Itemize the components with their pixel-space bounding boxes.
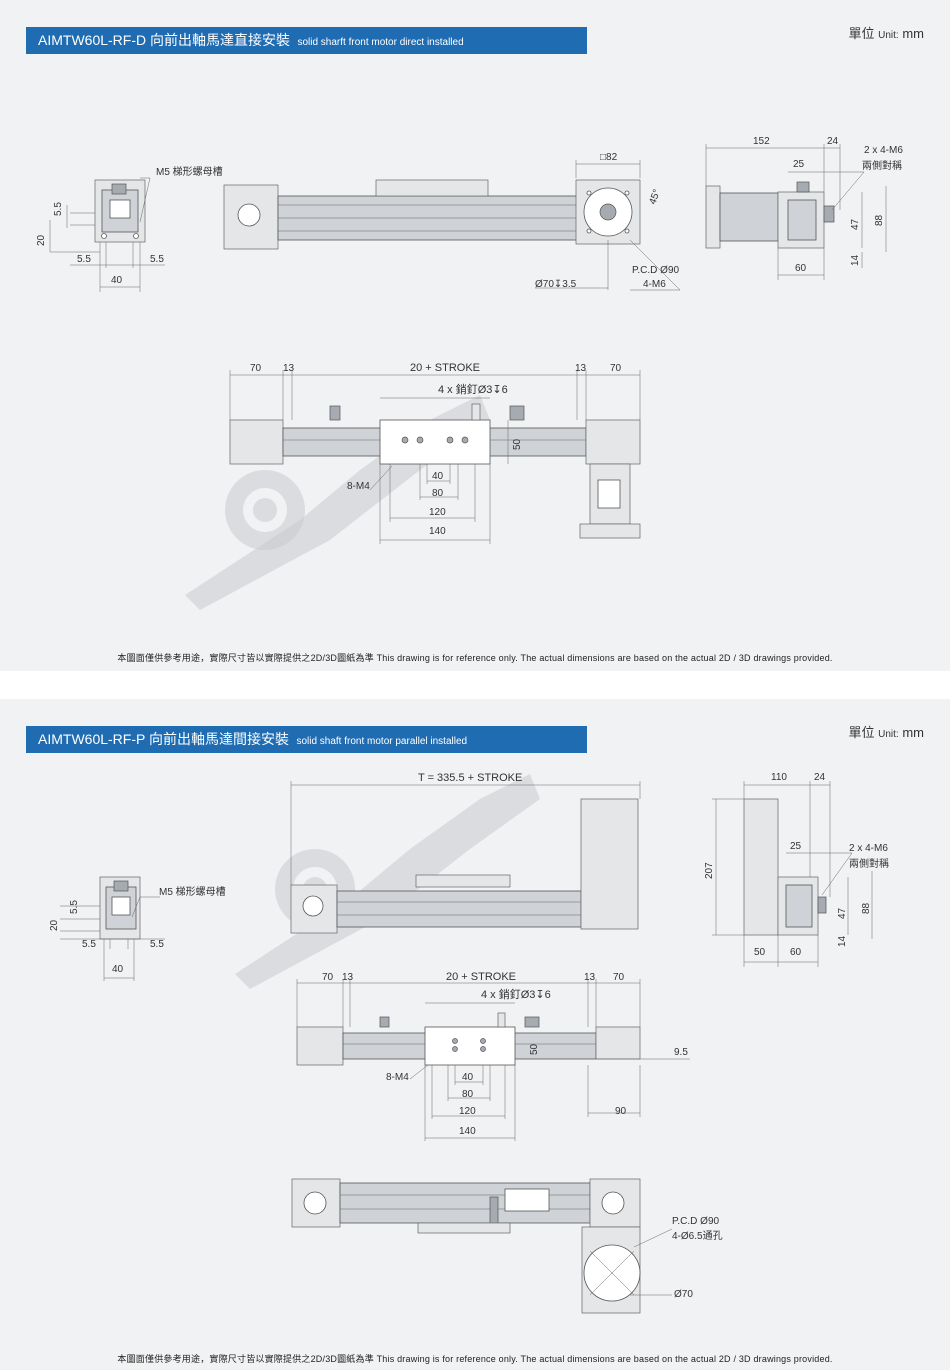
footer-note: 本圖面僅供參考用途，實際尺寸皆以實際提供之2D/3D圖紙為準 This draw… [117,653,833,663]
dim-25: 25 [790,841,802,852]
label-8-m4: 8-M4 [386,1072,409,1083]
dim-88: 88 [874,214,885,226]
dim-20: 20 [49,919,60,931]
dim-70-left: 70 [322,972,334,983]
dim-120: 120 [429,507,446,518]
dim-20-plus-stroke: 20 + STROKE [410,362,480,374]
dim-5-5-left: 5.5 [77,254,91,265]
dim-40: 40 [112,964,124,975]
dim-40-front: 40 [462,1072,474,1083]
dim-5-5-right: 5.5 [150,939,164,950]
dim-47: 47 [837,907,848,919]
label-m5-slot: M5 梯形螺母槽 [159,885,226,898]
label-8-m4: 8-M4 [347,481,370,492]
dim-70-left: 70 [250,363,262,374]
drawing-panel-parallel: AIMTW60L-RF-P 向前出軸馬達間接安裝 solid shaft fro… [0,699,950,1370]
dim-24: 24 [827,136,839,147]
section-title-bar: AIMTW60L-RF-D 向前出軸馬達直接安裝 solid sharft fr… [26,27,587,54]
end-view-small [49,177,165,292]
dim-5-5-left: 5.5 [82,939,96,950]
dim-45deg: 45° [647,188,663,206]
label-m5-slot: M5 梯形螺母槽 [156,165,223,178]
label-2x4-m6: 2 x 4-M6 [864,145,903,156]
label-4-m6: 4-M6 [643,279,666,290]
dim-square-82: □82 [600,152,618,163]
label-phi70: Ø70↧3.5 [535,279,577,290]
dim-90: 90 [615,1106,627,1117]
dim-9-5: 9.5 [674,1047,688,1058]
dim-60: 60 [795,263,807,274]
dim-140: 140 [429,526,446,537]
label-pcd-90: P.C.D Ø90 [672,1216,719,1227]
dim-140: 140 [459,1126,476,1137]
dim-80: 80 [462,1089,474,1100]
side-view-right [705,144,887,280]
drawing-panel-direct: AIMTW60L-RF-D 向前出軸馬達直接安裝 solid sharft fr… [0,0,950,671]
dim-5-5-vertical: 5.5 [69,900,80,914]
section-subtitle: solid sharft front motor direct installe… [297,37,464,48]
end-view-small [60,876,165,981]
section-title: AIMTW60L-RF-D 向前出軸馬達直接安裝 [38,32,290,48]
label-4x-pins: 4 x 銷釘Ø3↧6 [481,987,551,1001]
unit-label: 單位 Unit: mm [848,725,925,740]
dim-25: 25 [793,159,805,170]
dim-20-plus-stroke: 20 + STROKE [446,971,516,983]
dim-14: 14 [837,935,848,947]
dim-70-right: 70 [613,972,625,983]
dim-40: 40 [111,275,123,286]
dim-14: 14 [850,254,861,266]
label-pcd-90: P.C.D Ø90 [632,265,679,276]
dim-5-5-right: 5.5 [150,254,164,265]
actuator-top-view [223,160,681,291]
dim-110: 110 [771,772,787,783]
label-both-sides: 兩側對稱 [862,159,902,172]
label-2x4-m6: 2 x 4-M6 [849,843,888,854]
dim-5-5-vertical: 5.5 [53,202,64,216]
dim-60: 60 [790,947,802,958]
dim-152: 152 [753,136,770,147]
dim-total-length: T = 335.5 + STROKE [418,772,522,784]
dim-50-front: 50 [529,1043,540,1055]
footer-note: 本圖面僅供參考用途，實際尺寸皆以實際提供之2D/3D圖紙為準 This draw… [117,1354,833,1364]
technical-drawing-direct: 5.5 20 5.5 5.5 40 M5 梯形螺母槽 [36,136,903,610]
actuator-plan-view [291,1178,673,1314]
section-title: AIMTW60L-RF-P 向前出軸馬達間接安裝 [38,731,289,747]
section-title-bar: AIMTW60L-RF-P 向前出軸馬達間接安裝 solid shaft fro… [26,726,587,753]
label-both-sides: 兩側對稱 [849,857,889,870]
dim-50: 50 [754,947,766,958]
unit-label: 單位 Unit: mm [848,26,925,41]
dim-40-front: 40 [432,471,444,482]
technical-drawing-parallel: 5.5 20 5.5 5.5 40 M5 梯形螺母槽 T = 335.5 + S… [49,772,889,1314]
dim-120: 120 [459,1106,476,1117]
dim-207: 207 [704,862,715,879]
dim-50: 50 [512,438,523,450]
dim-13-right: 13 [575,363,587,374]
dim-13-right: 13 [584,972,596,983]
dim-13-left: 13 [283,363,295,374]
label-4-phi6-5-holes: 4-Ø6.5通孔 [672,1230,723,1242]
dim-80: 80 [432,488,444,499]
actuator-front-view [229,370,641,544]
side-view-right [712,781,873,967]
dim-88: 88 [861,902,872,914]
section-subtitle: solid shaft front motor parallel install… [296,736,468,747]
dim-47: 47 [850,218,861,230]
actuator-front-view [296,979,690,1141]
dim-20: 20 [36,234,47,246]
dim-24: 24 [814,772,826,783]
dim-70-right: 70 [610,363,622,374]
actuator-top-view [290,781,641,934]
label-phi70: Ø70 [674,1289,693,1300]
dim-13-left: 13 [342,972,354,983]
label-4x-pins: 4 x 銷釘Ø3↧6 [438,382,508,396]
